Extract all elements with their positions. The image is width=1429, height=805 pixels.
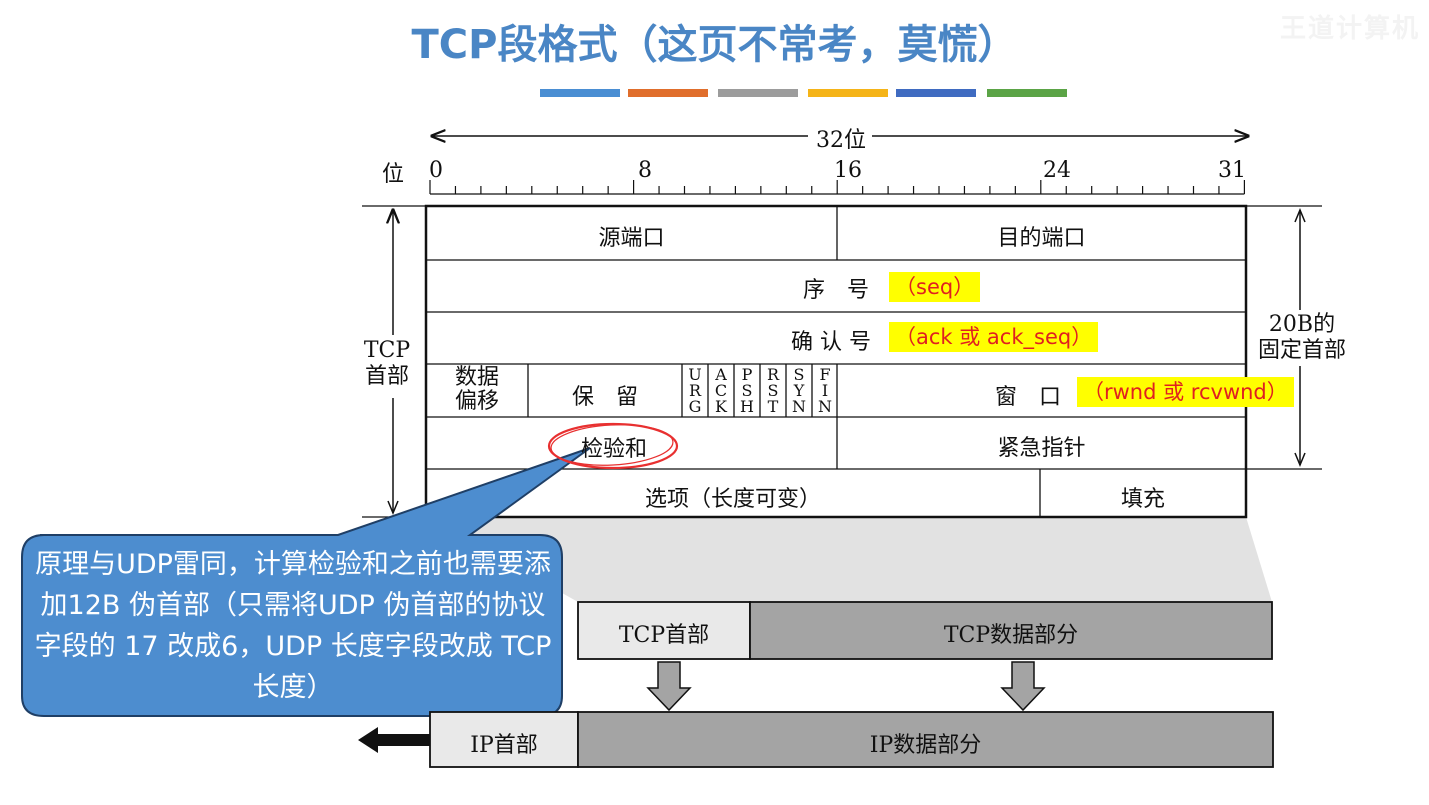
tick-label-24: 24: [1043, 158, 1071, 183]
flag-rst: R S T: [766, 365, 780, 416]
options-field: 选项（长度可变）: [644, 487, 821, 512]
ack-field: 确 认 号: [791, 330, 871, 355]
data-offset-line-1: 数据: [454, 365, 499, 390]
bit-ruler: [429, 180, 1246, 195]
tcp-data-box: TCP数据部分: [943, 623, 1079, 648]
tcp-header-side-label: TCP 首部: [358, 338, 416, 390]
tick-label-31: 31: [1218, 158, 1246, 183]
window-note: （rwnd 或 rcvwnd）: [1077, 377, 1294, 407]
tcp-header-box: TCP首部: [618, 623, 710, 648]
ack-note: （ack 或 ack_seq）: [889, 322, 1099, 352]
data-offset-field: 数据 偏移: [426, 366, 528, 414]
checksum-field: 检验和: [580, 437, 647, 462]
ip-header-box: IP首部: [470, 733, 538, 758]
color-bar-6: [987, 89, 1067, 97]
pseudo-header-callout: 原理与UDP雷同，计算检验和之前也需要添加12B 伪首部（只需将UDP 伪首部的…: [34, 549, 552, 703]
flag-syn: S Y N: [792, 365, 806, 416]
tick-label-0: 0: [429, 158, 443, 183]
padding-field: 填充: [1120, 487, 1165, 512]
dst-port-field: 目的端口: [997, 226, 1086, 251]
seq-field: 序 号: [802, 278, 869, 303]
flag-urg: U R G: [688, 365, 702, 416]
ip-data-box: IP数据部分: [869, 733, 982, 758]
src-port-field: 源端口: [598, 226, 665, 251]
bit-width-label: 32位: [812, 122, 870, 154]
slide-title: TCP段格式（这页不常考，莫慌）: [411, 22, 1018, 68]
watermark-logo: 王道计算机: [1280, 14, 1421, 44]
color-bar-4: [808, 89, 888, 97]
color-bar-2: [628, 89, 708, 97]
color-bar-1: [540, 89, 620, 97]
flag-psh: P S H: [740, 365, 754, 416]
bit-axis-label: 位: [382, 162, 405, 187]
tick-label-8: 8: [638, 158, 652, 183]
color-bar-5: [896, 89, 976, 97]
urgent-pointer-field: 紧急指针: [997, 436, 1086, 461]
color-bar-3: [718, 89, 798, 97]
seq-note: （seq）: [889, 272, 981, 302]
tick-label-16: 16: [834, 158, 862, 183]
window-field: 窗 口: [994, 385, 1061, 410]
flag-ack: A C K: [714, 365, 728, 416]
flag-fin: F I N: [818, 365, 832, 416]
reserved-field: 保 留: [571, 385, 638, 410]
data-offset-line-2: 偏移: [454, 389, 499, 414]
fixed-header-label: 20B的 固定首部: [1252, 312, 1352, 364]
